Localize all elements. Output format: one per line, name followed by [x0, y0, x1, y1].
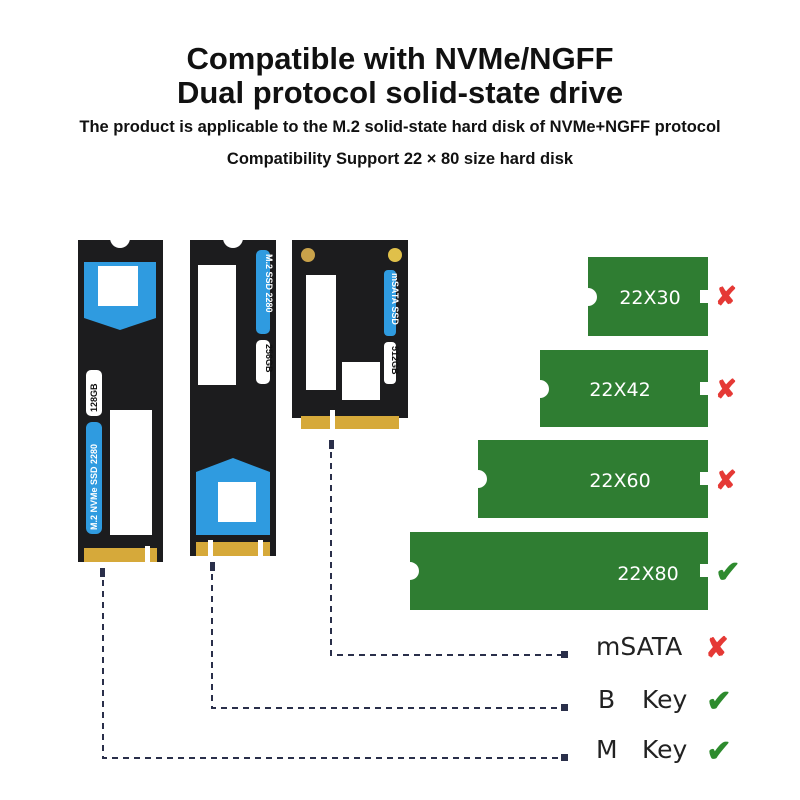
interface-msata: mSATA ✘ [596, 632, 729, 663]
title-line-1: Compatible with NVMe/NGFF [186, 41, 614, 76]
ssd-capacity-label: 256GB [264, 344, 274, 373]
ssd-nvme-2280: M.2 NVMe SSD 2280 128GB [78, 228, 163, 562]
size-22x60: 22X60 ✘ [478, 440, 737, 518]
size-label: 22X80 [617, 563, 678, 585]
interface-m-key: M Key ✔ [596, 735, 732, 768]
check-icon: ✔ [715, 556, 740, 589]
ssd-msata: mSATA SSD 512GB [292, 240, 408, 430]
check-icon: ✔ [706, 685, 731, 718]
interface-label: mSATA [596, 632, 682, 661]
size-label: 22X30 [619, 287, 680, 309]
size-22x42: 22X42 ✘ [540, 350, 737, 427]
cross-icon: ✘ [715, 374, 737, 404]
subtitle-2: Compatibility Support 22 × 80 size hard … [226, 150, 574, 168]
cross-icon: ✘ [705, 632, 728, 663]
title-line-2: Dual protocol solid-state drive [176, 75, 624, 110]
ssd-model-label: M.2 NVMe SSD 2280 [89, 444, 99, 530]
cross-icon: ✘ [715, 465, 737, 495]
size-label: 22X42 [589, 379, 650, 401]
connector-lines [100, 440, 568, 761]
interface-key-label: Key [642, 735, 688, 764]
check-icon: ✔ [706, 735, 731, 768]
interface-key-label: Key [642, 685, 688, 714]
interface-label: B [598, 685, 615, 714]
interface-b-key: B Key ✔ [598, 685, 732, 718]
ssd-m2-2280: M.2 SSD 2280 256GB [190, 228, 276, 556]
interface-label: M [596, 735, 618, 764]
subtitle-1: The product is applicable to the M.2 sol… [79, 118, 721, 136]
size-22x80: 22X80 ✔ [410, 532, 741, 610]
ssd-model-label: M.2 SSD 2280 [264, 254, 274, 313]
ssd-capacity-label: 512GB [390, 346, 400, 375]
ssd-model-label: mSATA SSD [390, 273, 400, 325]
size-22x30: 22X30 ✘ [588, 257, 737, 336]
size-label: 22X60 [589, 470, 650, 492]
cross-icon: ✘ [715, 281, 737, 311]
ssd-capacity-label: 128GB [89, 383, 99, 412]
